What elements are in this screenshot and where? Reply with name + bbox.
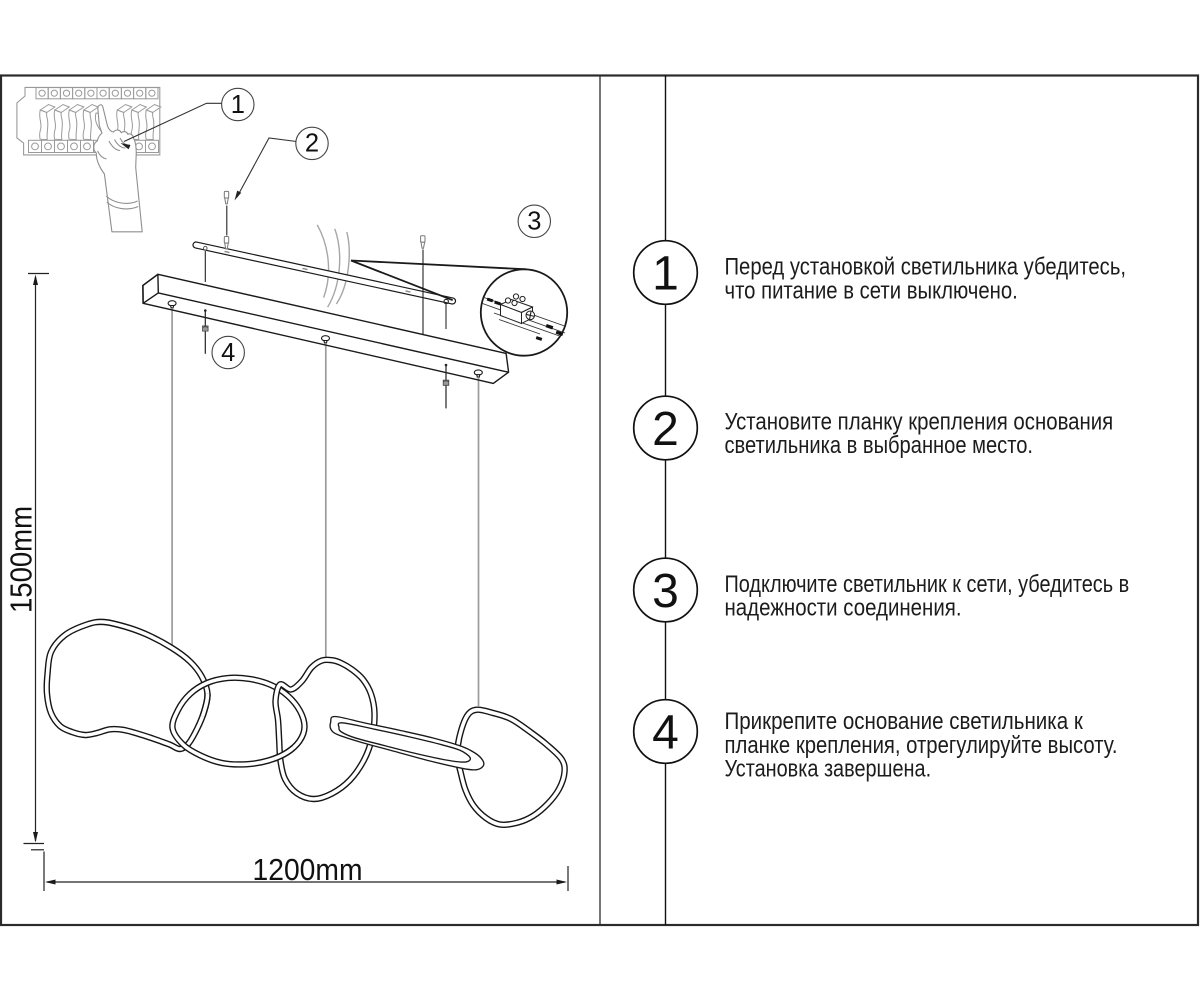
svg-text:Установите планку крепления ос: Установите планку крепления основания <box>725 408 1114 435</box>
svg-text:4: 4 <box>221 339 235 367</box>
svg-text:1: 1 <box>652 248 679 301</box>
svg-text:3: 3 <box>652 565 679 618</box>
svg-text:2: 2 <box>305 130 319 158</box>
svg-text:1200mm: 1200mm <box>253 853 363 887</box>
svg-text:Подключите светильник к сети,: Подключите светильник к сети, убедитесь … <box>725 571 1130 598</box>
svg-text:светильника в выбранное место.: светильника в выбранное место. <box>725 432 1034 459</box>
svg-text:Перед установкой светильника у: Перед установкой светильника убедитесь, <box>725 254 1127 281</box>
svg-text:надежности соединения.: надежности соединения. <box>725 595 962 622</box>
svg-text:1500mm: 1500mm <box>5 506 39 613</box>
svg-text:1: 1 <box>231 91 245 119</box>
svg-text:планке крепления, отрегулируйт: планке крепления, отрегулируйте высоту. <box>725 732 1118 759</box>
svg-text:3: 3 <box>527 208 541 236</box>
svg-text:Установка завершена.: Установка завершена. <box>725 756 932 783</box>
svg-text:2: 2 <box>652 403 679 456</box>
svg-text:4: 4 <box>652 707 679 760</box>
svg-text:Прикрепите основание светильни: Прикрепите основание светильника к <box>725 708 1084 735</box>
svg-text:что питание в сети выключено.: что питание в сети выключено. <box>725 277 1018 304</box>
